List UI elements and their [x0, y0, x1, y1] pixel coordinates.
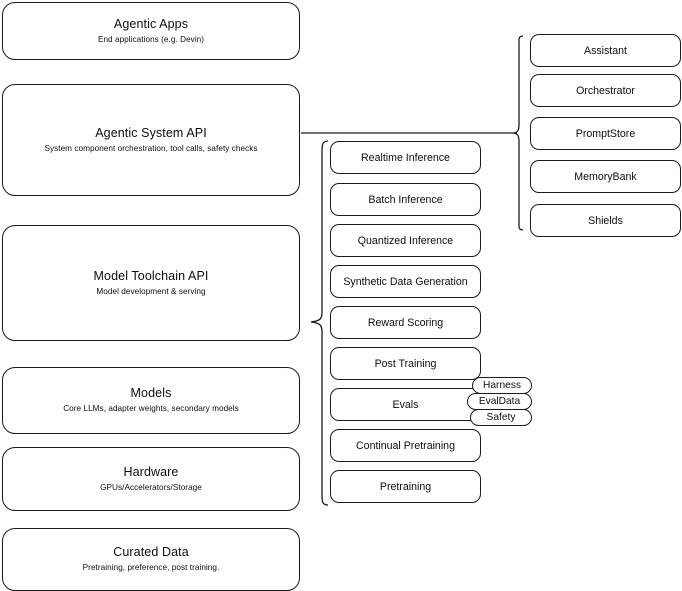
system-item-shields[interactable]: Shields: [530, 204, 681, 237]
toolchain-item-pretraining[interactable]: Pretraining: [330, 470, 481, 503]
system-item-label: Assistant: [584, 44, 627, 57]
eval-tag-label: Harness: [483, 380, 521, 391]
layer-title: Model Toolchain API: [93, 268, 209, 283]
brace-system-components: [513, 35, 524, 231]
system-item-label: PromptStore: [575, 127, 636, 140]
toolchain-item-label: Evals: [392, 398, 419, 411]
toolchain-item-label: Quantized Inference: [357, 234, 454, 247]
layer-subtitle: End applications (e.g. Devin): [97, 34, 205, 44]
eval-tag-safety[interactable]: Safety: [470, 409, 532, 426]
system-item-promptstore[interactable]: PromptStore: [530, 117, 681, 150]
layer-title: Agentic System API: [95, 125, 207, 140]
toolchain-item-batch-inference[interactable]: Batch Inference: [330, 183, 481, 216]
layer-agentic-apps[interactable]: Agentic Apps End applications (e.g. Devi…: [2, 2, 300, 60]
layer-subtitle: GPUs/Accelerators/Storage: [100, 482, 202, 492]
brace-toolchain-components: [310, 140, 329, 506]
toolchain-item-continual-pretraining[interactable]: Continual Pretraining: [330, 429, 481, 462]
toolchain-item-post-training[interactable]: Post Training: [330, 347, 481, 380]
toolchain-item-label: Post Training: [374, 357, 437, 370]
layer-model-toolchain-api[interactable]: Model Toolchain API Model development & …: [2, 225, 300, 341]
system-item-label: MemoryBank: [574, 170, 637, 183]
toolchain-item-label: Batch Inference: [368, 193, 443, 206]
layer-models[interactable]: Models Core LLMs, adapter weights, secon…: [2, 367, 300, 434]
layer-title: Models: [130, 386, 172, 400]
eval-tag-evaldata[interactable]: EvalData: [467, 393, 532, 410]
toolchain-item-label: Synthetic Data Generation: [343, 275, 468, 288]
layer-agentic-system-api[interactable]: Agentic System API System component orch…: [2, 84, 300, 196]
system-item-label: Orchestrator: [576, 84, 635, 97]
eval-tag-label: EvalData: [478, 396, 521, 407]
layer-title: Hardware: [123, 464, 179, 479]
eval-tag-label: Safety: [486, 412, 516, 423]
toolchain-item-label: Realtime Inference: [361, 151, 450, 164]
layer-subtitle: Model development & serving: [96, 286, 206, 296]
toolchain-item-realtime-inference[interactable]: Realtime Inference: [330, 141, 481, 174]
toolchain-item-reward-scoring[interactable]: Reward Scoring: [330, 306, 481, 339]
system-item-orchestrator[interactable]: Orchestrator: [530, 74, 681, 107]
layer-title: Curated Data: [113, 545, 189, 559]
eval-tag-harness[interactable]: Harness: [472, 377, 532, 394]
system-item-label: Shields: [588, 214, 623, 227]
layer-hardware[interactable]: Hardware GPUs/Accelerators/Storage: [2, 447, 300, 511]
toolchain-item-evals[interactable]: Evals: [330, 388, 481, 421]
toolchain-item-label: Pretraining: [379, 480, 432, 493]
layer-title: Agentic Apps: [113, 16, 189, 31]
toolchain-item-quantized-inference[interactable]: Quantized Inference: [330, 224, 481, 257]
system-item-memorybank[interactable]: MemoryBank: [530, 160, 681, 193]
layer-subtitle: Core LLMs, adapter weights, secondary mo…: [63, 404, 239, 413]
layer-subtitle: Pretraining, preference, post training.: [82, 563, 220, 572]
toolchain-item-label: Reward Scoring: [367, 316, 444, 329]
toolchain-item-label: Continual Pretraining: [356, 439, 455, 452]
system-item-assistant[interactable]: Assistant: [530, 34, 681, 67]
layer-curated-data[interactable]: Curated Data Pretraining, preference, po…: [2, 528, 300, 591]
layer-subtitle: System component orchestration, tool cal…: [44, 143, 258, 153]
toolchain-item-synthetic-data-generation[interactable]: Synthetic Data Generation: [330, 265, 481, 298]
